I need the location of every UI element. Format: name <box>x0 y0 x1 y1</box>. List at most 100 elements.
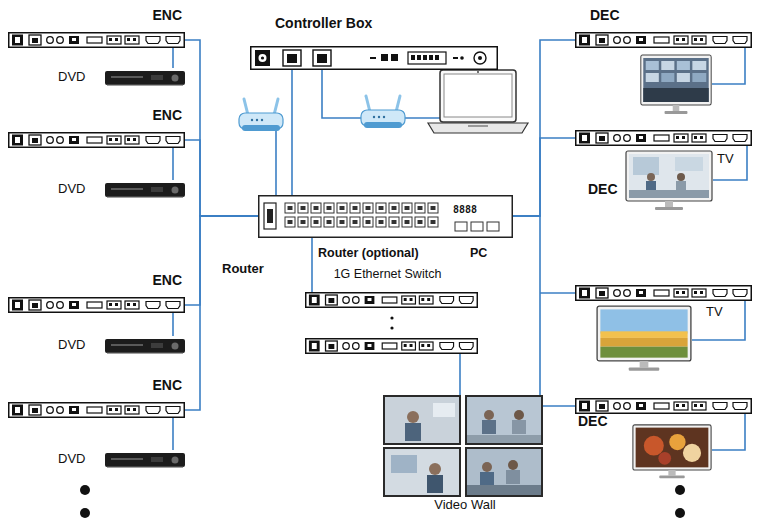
encoder-unit-art <box>9 33 185 48</box>
hdmi-wire <box>712 48 745 84</box>
network-cable <box>172 418 174 450</box>
dvd-player-art <box>105 338 185 354</box>
encoder-unit-art <box>8 32 185 48</box>
decoder-unit-art <box>575 398 752 414</box>
display-caption: Video Wall <box>383 498 547 512</box>
decoder-unit: DEC <box>575 8 755 48</box>
ethernet-switch-art <box>259 196 513 238</box>
laptop-icon <box>428 123 528 133</box>
decoder-unit <box>306 293 478 308</box>
encoder-unit-art <box>9 133 185 148</box>
annotation-label: PC <box>470 247 487 261</box>
decoder-unit-art <box>576 131 752 146</box>
device-label: DVD <box>58 338 85 352</box>
continuation-dot <box>390 326 393 329</box>
decoder-unit-art <box>576 399 752 414</box>
network-wire <box>276 48 745 450</box>
encoder-unit-art <box>9 403 185 418</box>
dvd-player-art <box>105 71 185 86</box>
network-cable <box>185 140 258 216</box>
network-cable <box>291 70 293 195</box>
controller-box-art <box>251 47 498 70</box>
device-label: DVD <box>58 182 85 196</box>
controller-box-art <box>250 46 498 70</box>
network-cable <box>172 313 174 336</box>
device-heading: ENC <box>152 273 182 288</box>
wifi-router <box>239 99 283 131</box>
network-cable <box>185 216 258 305</box>
network-cable <box>513 216 575 406</box>
hdmi-wire <box>692 301 745 340</box>
annotation-label: Router (optional) <box>318 247 419 261</box>
network-cable <box>513 40 575 216</box>
tv-display <box>641 55 711 114</box>
decoder-unit <box>306 339 478 354</box>
dvd-player-art <box>105 183 185 198</box>
encoder-unit-art <box>8 297 185 313</box>
network-cable <box>172 148 174 180</box>
tv-display-art <box>597 306 691 371</box>
dvd-player-art <box>105 452 185 468</box>
ethernet-switch: 8888 1G Ethernet Switch <box>258 195 517 285</box>
decoder-unit: DEC <box>575 398 755 431</box>
dvd-player: DVD <box>58 68 188 88</box>
tv-display <box>633 425 711 478</box>
continuation-dot <box>675 508 685 518</box>
encoder-unit: ENC <box>8 378 185 418</box>
network-cable <box>713 146 747 180</box>
continuation-dot <box>80 508 90 518</box>
dvd-player-art <box>105 182 185 198</box>
decoder-unit-art <box>576 33 752 48</box>
dvd-player-art <box>105 339 185 354</box>
device-label: TV <box>706 305 723 319</box>
continuation-dot <box>675 485 685 495</box>
tv-display-art <box>625 150 713 212</box>
laptop-icon <box>440 70 516 122</box>
dvd-player: DVD <box>58 180 188 200</box>
network-wire <box>405 117 440 119</box>
device-heading: ENC <box>152 108 182 123</box>
wifi-router <box>361 96 405 128</box>
switch-label: 8888 <box>453 204 477 215</box>
decoder-unit-art <box>575 32 752 48</box>
device-heading: DEC <box>578 414 608 429</box>
device-label: TV <box>717 152 734 166</box>
laptop-icon <box>477 71 479 73</box>
tv-display: TV <box>625 150 740 212</box>
network-cable <box>185 216 258 410</box>
video-wall-art <box>383 395 543 497</box>
tv-display-art <box>626 151 712 210</box>
controller-box: Controller Box <box>250 16 498 70</box>
device-label: DVD <box>58 70 85 84</box>
tv-display-art <box>596 305 692 373</box>
laptop-icon <box>428 70 528 133</box>
tv-display: TV <box>596 305 726 375</box>
laptop-icon <box>468 125 488 127</box>
network-wire <box>275 131 277 195</box>
device-heading: DEC <box>588 182 618 197</box>
dvd-player: DVD <box>58 336 188 356</box>
hdmi-wire <box>459 354 461 395</box>
continuation-dot <box>390 316 393 319</box>
device-heading: Controller Box <box>275 16 372 31</box>
device-heading: DEC <box>590 8 620 23</box>
encoder-unit-art <box>9 298 185 313</box>
laptop-icon <box>444 74 512 117</box>
dvd-player: DVD <box>58 450 188 470</box>
device-label: DVD <box>58 452 85 466</box>
network-wire <box>322 70 361 118</box>
network-cable <box>185 40 258 216</box>
annotation-label: Router <box>222 262 264 276</box>
network-cable <box>172 48 174 68</box>
encoder-unit: ENC <box>8 273 185 313</box>
dvd-player-art <box>105 453 185 468</box>
device-heading: ENC <box>152 378 182 393</box>
decoder-unit-art <box>575 130 752 146</box>
switch-label: 1G Ethernet Switch <box>258 268 517 282</box>
network-wire <box>311 238 313 292</box>
encoder-unit: ENC <box>8 108 185 148</box>
device-heading: ENC <box>152 8 182 23</box>
encoder-unit-art <box>8 132 185 148</box>
